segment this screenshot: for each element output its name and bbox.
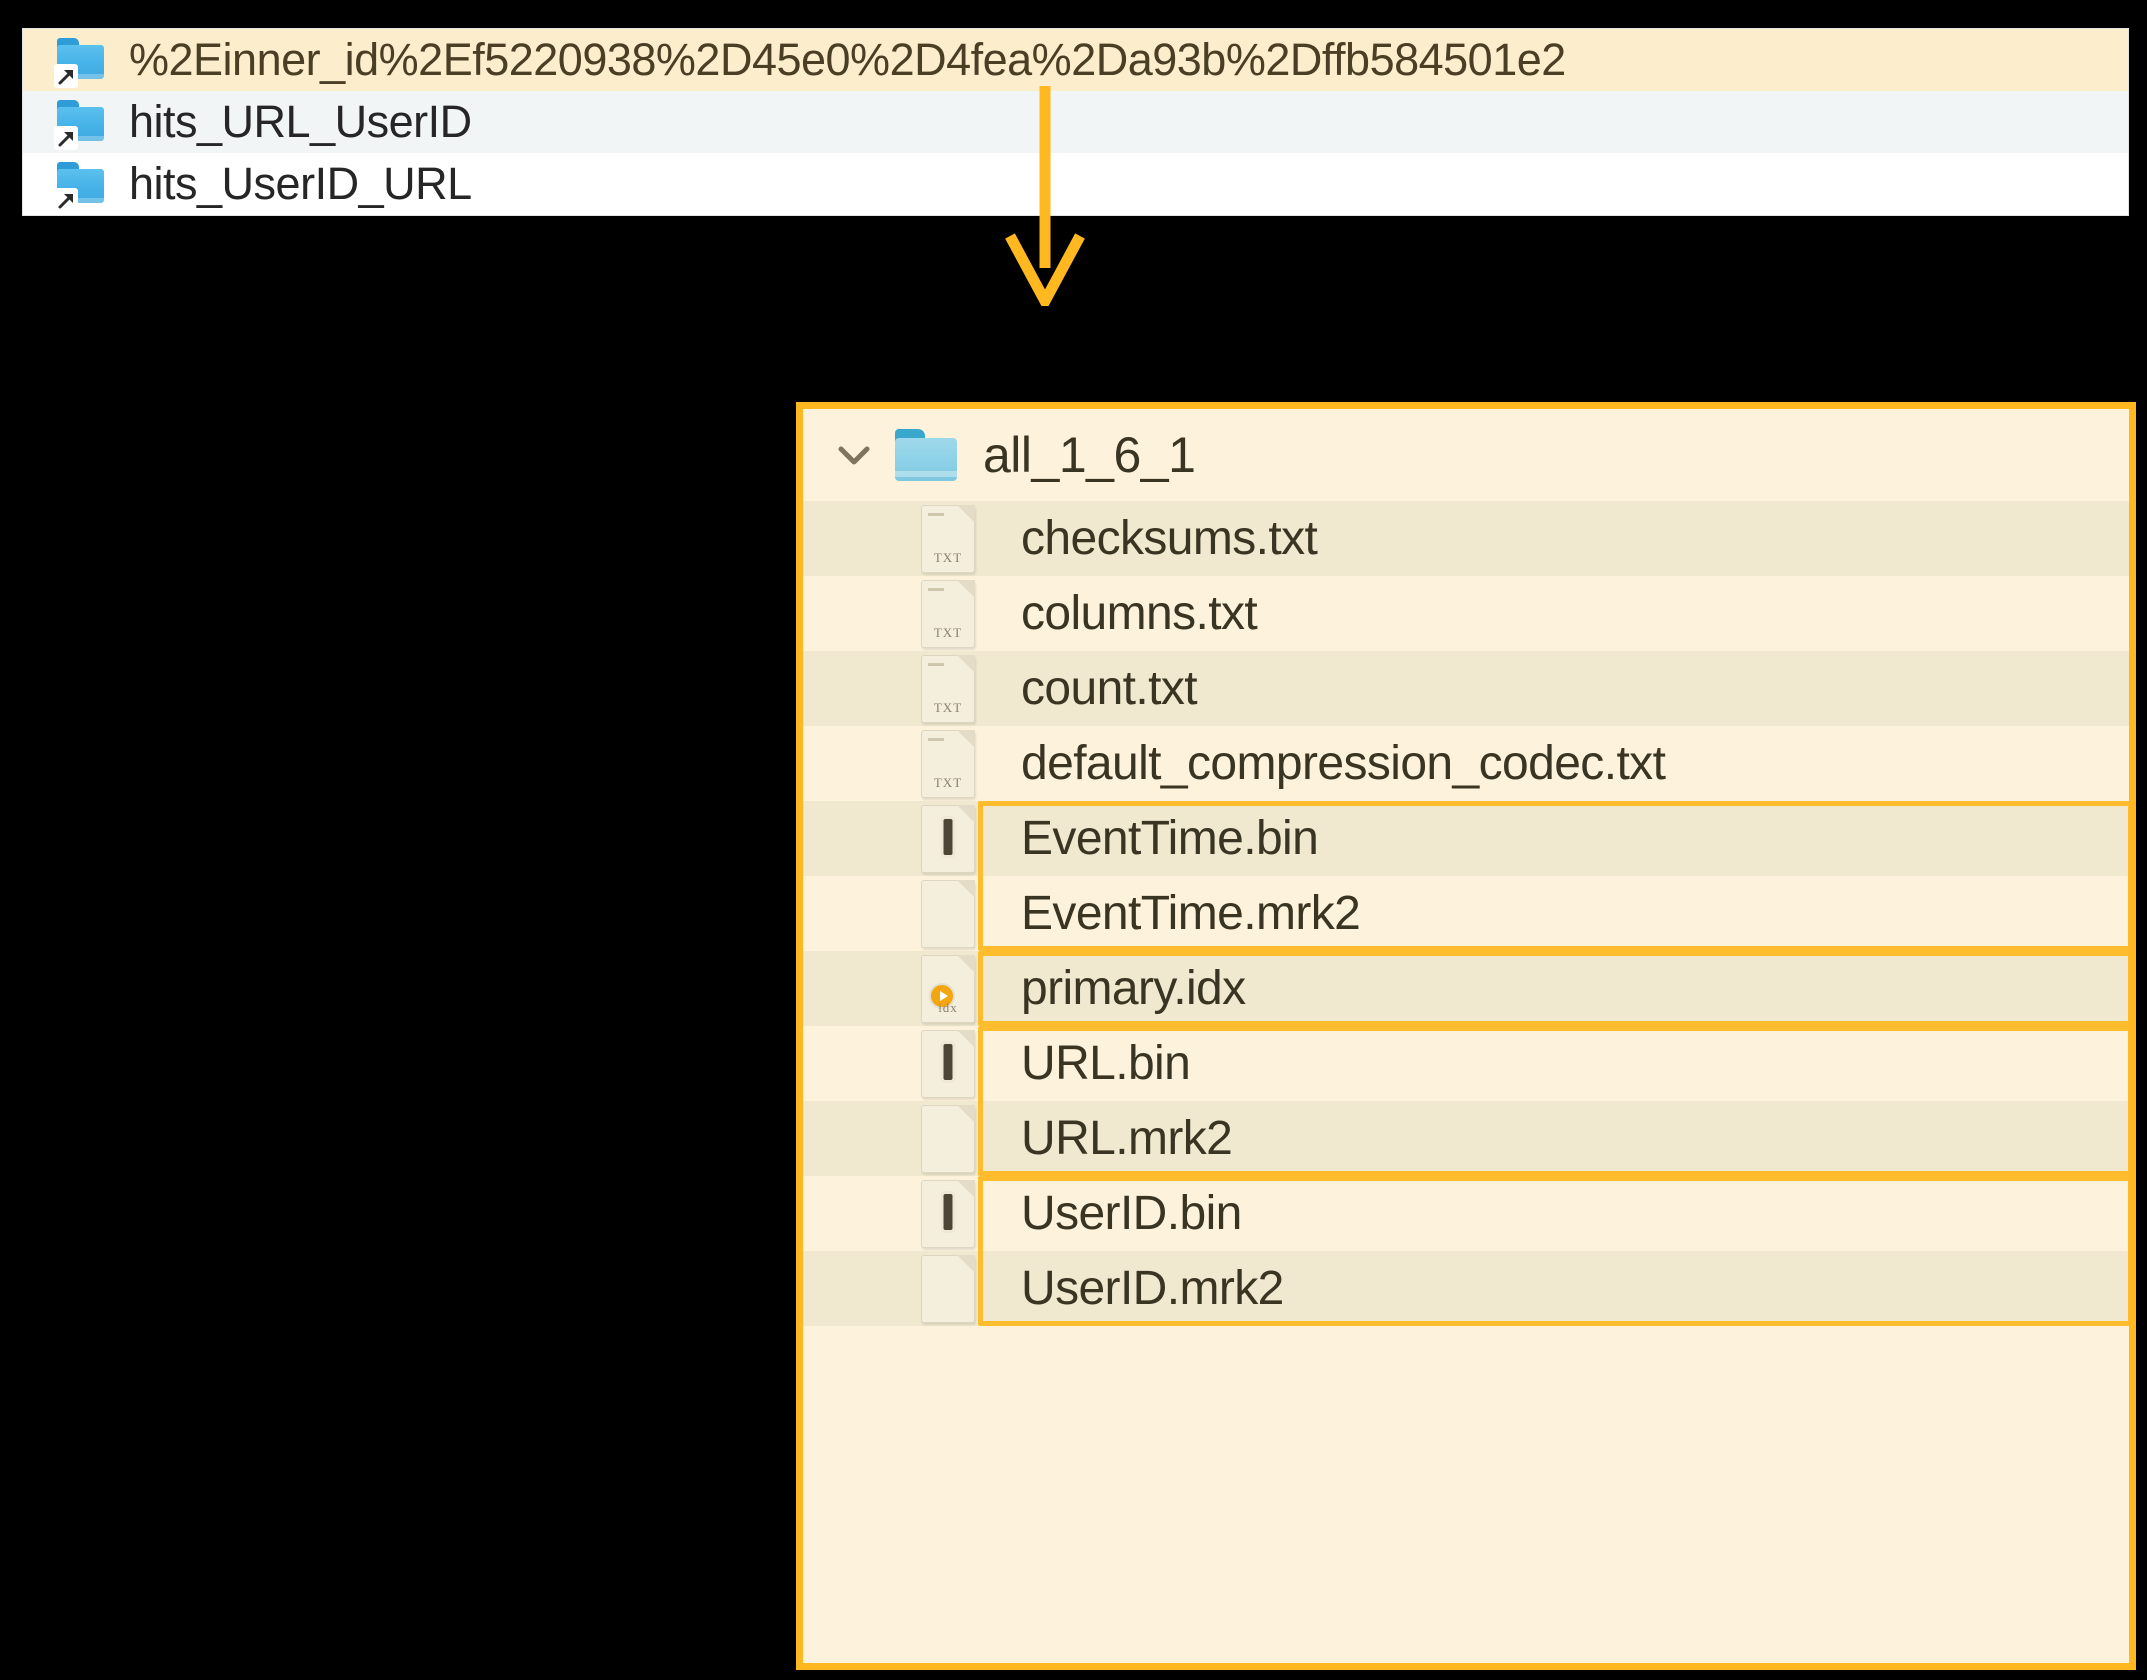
txt-file-icon: TXT (921, 579, 975, 648)
directory-row-label: %2Einner_id%2Ef5220938%2D45e0%2D4fea%2Da… (129, 34, 1566, 85)
file-name: EventTime.mrk2 (1021, 887, 1361, 940)
file-name: columns.txt (1021, 587, 1258, 640)
file-name: UserID.mrk2 (1021, 1262, 1284, 1315)
folder-open-icon (895, 429, 959, 481)
folder-shortcut-icon (54, 100, 107, 150)
file-name: checksums.txt (1021, 512, 1318, 565)
file-row[interactable]: EventTime.bin (803, 801, 2129, 876)
file-name: URL.bin (1021, 1037, 1191, 1090)
file-name: default_compression_codec.txt (1021, 737, 1666, 790)
file-row[interactable]: EventTime.mrk2 (803, 876, 2129, 951)
directory-listing: %2Einner_id%2Ef5220938%2D45e0%2D4fea%2Da… (22, 28, 2129, 216)
file-row[interactable]: URL.mrk2 (803, 1101, 2129, 1176)
file-row[interactable]: URL.bin (803, 1026, 2129, 1101)
file-row[interactable]: TXT default_compression_codec.txt (803, 726, 2129, 801)
directory-row[interactable]: hits_URL_UserID (23, 91, 2128, 153)
file-name: EventTime.bin (1021, 812, 1319, 865)
file-row[interactable]: UserID.mrk2 (803, 1251, 2129, 1326)
bin-file-icon (921, 1179, 975, 1248)
down-arrow-icon (990, 86, 1100, 313)
file-name: primary.idx (1021, 962, 1246, 1015)
txt-file-icon: TXT (921, 729, 975, 798)
file-name: count.txt (1021, 662, 1198, 715)
panel-header-row[interactable]: all_1_6_1 (803, 409, 2129, 501)
directory-row[interactable]: hits_UserID_URL (23, 153, 2128, 215)
txt-file-icon: TXT (921, 504, 975, 573)
mrk-file-icon (921, 1104, 975, 1173)
txt-file-icon: TXT (921, 654, 975, 723)
mrk-file-icon (921, 879, 975, 948)
mrk-file-icon (921, 1254, 975, 1323)
file-row[interactable]: idx primary.idx (803, 951, 2129, 1026)
file-row[interactable]: UserID.bin (803, 1176, 2129, 1251)
directory-row[interactable]: %2Einner_id%2Ef5220938%2D45e0%2D4fea%2Da… (23, 29, 2128, 91)
file-name: UserID.bin (1021, 1187, 1242, 1240)
chevron-down-icon[interactable] (831, 432, 877, 478)
bin-file-icon (921, 804, 975, 873)
file-row[interactable]: TXT columns.txt (803, 576, 2129, 651)
bin-file-icon (921, 1029, 975, 1098)
directory-row-label: hits_URL_UserID (129, 96, 472, 147)
file-row[interactable]: TXT count.txt (803, 651, 2129, 726)
panel-title: all_1_6_1 (983, 427, 1196, 483)
folder-shortcut-icon (54, 162, 107, 212)
file-row[interactable]: TXT checksums.txt (803, 501, 2129, 576)
file-name: URL.mrk2 (1021, 1112, 1233, 1165)
folder-shortcut-icon (54, 38, 107, 88)
idx-file-icon: idx (921, 954, 975, 1023)
directory-row-label: hits_UserID_URL (129, 158, 472, 209)
